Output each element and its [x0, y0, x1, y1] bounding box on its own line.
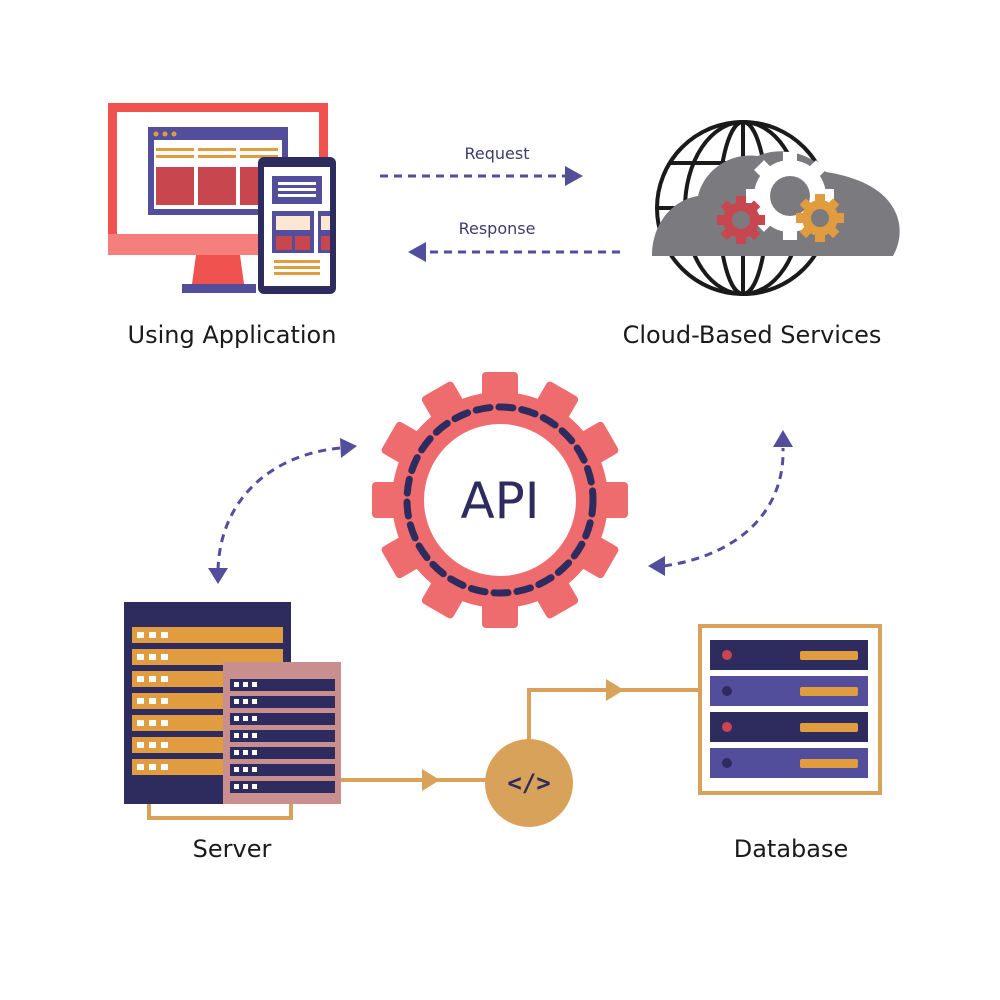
app-label: Using Application [128, 321, 337, 349]
gear-icon [372, 372, 628, 628]
request-label: Request [465, 144, 530, 163]
database-label: Database [734, 835, 849, 863]
database-icon [698, 624, 882, 795]
code-icon [485, 739, 573, 827]
api-server-arrow [208, 438, 357, 584]
globe-cloud-gears-icon [652, 120, 900, 296]
code-label: </> [507, 769, 550, 797]
monitor-with-phone-icon [108, 103, 336, 294]
server-code-connector [341, 769, 488, 791]
response-arrow [408, 242, 620, 262]
cloud-label: Cloud-Based Services [623, 321, 882, 349]
response-label: Response [459, 219, 536, 238]
server-rack-icon [124, 602, 341, 820]
api-cloud-arrow [648, 430, 793, 576]
code-database-connector [527, 679, 700, 740]
request-arrow [380, 166, 583, 186]
server-label: Server [193, 835, 272, 863]
api-label: API [460, 472, 539, 530]
